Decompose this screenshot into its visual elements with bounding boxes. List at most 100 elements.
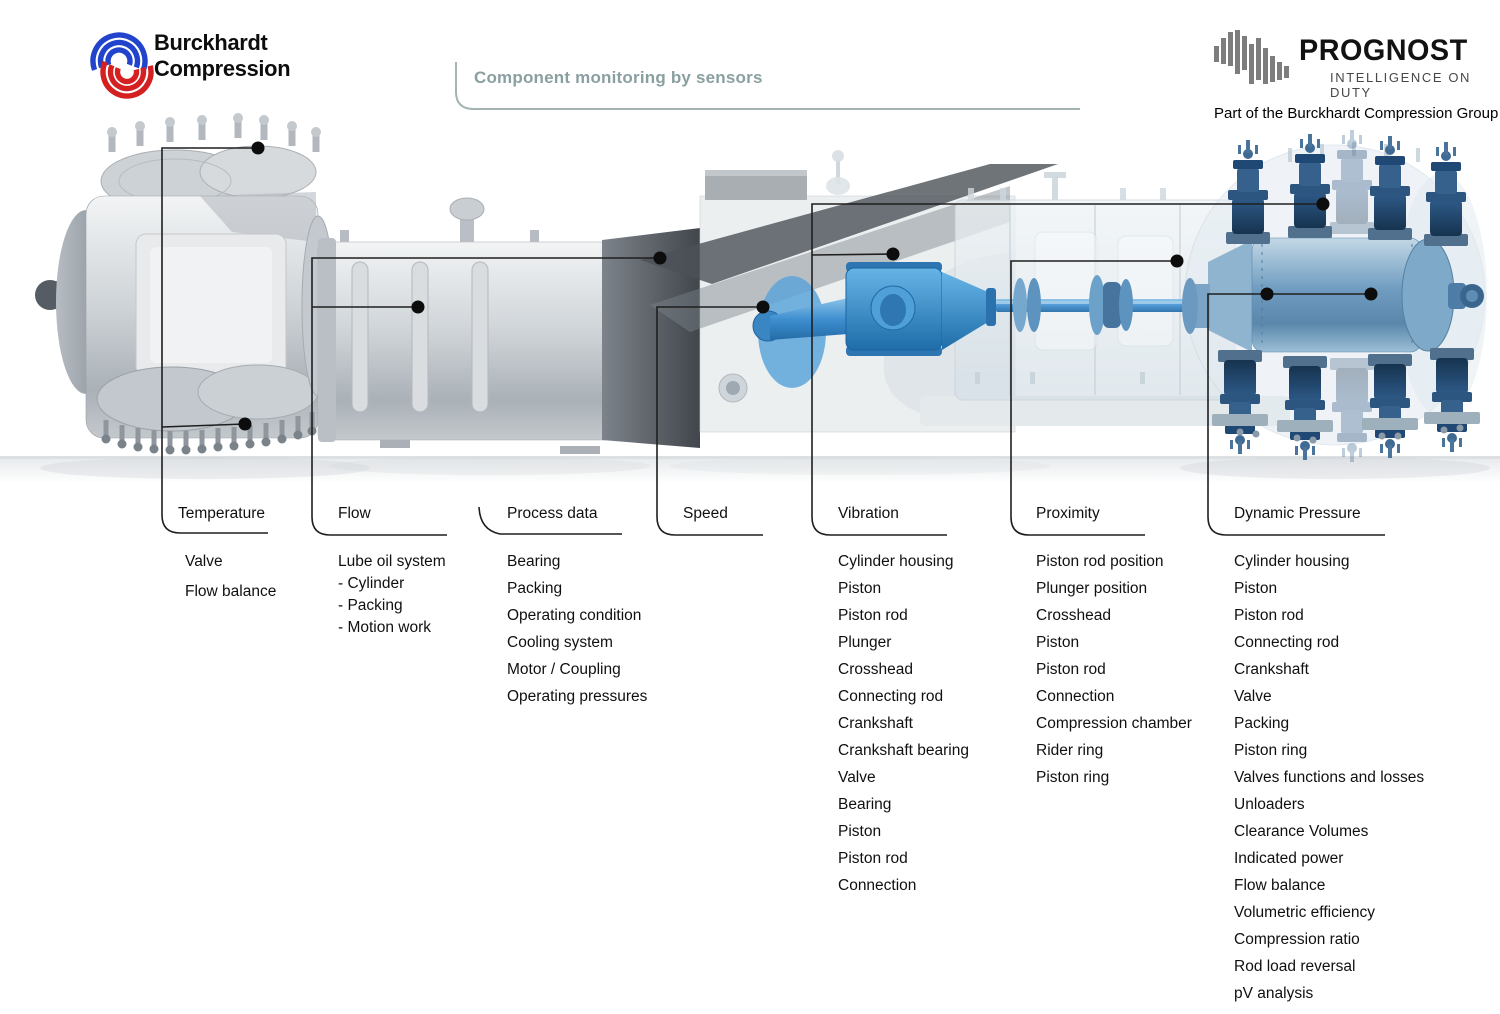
component-item: Valves functions and losses [1234, 769, 1425, 786]
callout-line-temperature-branch [161, 423, 246, 428]
component-item: Connecting rod [838, 688, 944, 705]
component-item: Unloaders [1234, 796, 1305, 813]
burckhardt-logo [86, 28, 156, 105]
component-item: Clearance Volumes [1234, 823, 1369, 840]
component-item: Crankshaft [1234, 661, 1309, 678]
labyrinth-compressor [1182, 130, 1487, 462]
sensor-dot [886, 247, 900, 261]
burckhardt-logo-line2: Compression [154, 56, 291, 81]
left-compressor-block [35, 113, 335, 455]
sensor-dot [653, 251, 667, 265]
component-item: Connecting rod [1234, 634, 1340, 651]
component-item: Crankshaft [838, 715, 913, 732]
burckhardt-logo-line1: Burckhardt [154, 30, 268, 55]
cylinder-section [317, 197, 615, 454]
component-item: Valve [838, 769, 876, 786]
component-item: Piston [838, 823, 882, 840]
callout-line-temperature [161, 147, 268, 534]
column-header-proximity: Proximity [1036, 505, 1100, 522]
callout-line-speed [656, 306, 763, 536]
component-item: Motor / Coupling [507, 661, 621, 678]
component-item: Piston rod [838, 850, 908, 867]
component-item: Valve [185, 553, 223, 570]
callout-line-vibration [811, 203, 1323, 536]
component-item: Compression chamber [1036, 715, 1192, 732]
component-item: Piston rod [1036, 661, 1106, 678]
component-item: Flow balance [1234, 877, 1326, 894]
component-item: Plunger position [1036, 580, 1148, 597]
component-item: Compression ratio [1234, 931, 1360, 948]
component-item: Operating condition [507, 607, 642, 624]
component-item: Piston [838, 580, 882, 597]
component-item: Crosshead [838, 661, 913, 678]
component-item: Valve [1234, 688, 1272, 705]
component-item: Piston ring [1234, 742, 1308, 759]
component-item: - Packing [338, 597, 403, 614]
component-item: Cylinder housing [838, 553, 954, 570]
component-item: Connection [1036, 688, 1115, 705]
column-header-speed: Speed [683, 505, 728, 522]
column-header-flow: Flow [338, 505, 371, 522]
page-title: Component monitoring by sensors [474, 68, 763, 87]
prognost-subtitle: Part of the Burckhardt Compression Group [1214, 105, 1499, 122]
component-item: Piston [1234, 580, 1278, 597]
component-item: Operating pressures [507, 688, 648, 705]
sensor-dot [238, 417, 252, 431]
component-item: Flow balance [185, 583, 277, 600]
burckhardt-logo-text: Burckhardt Compression [154, 30, 291, 82]
sensor-dot [756, 300, 770, 314]
callout-line-dynamic-pressure [1207, 293, 1385, 536]
floor-shadow [0, 456, 1500, 483]
component-item: Crankshaft bearing [838, 742, 969, 759]
component-item: Piston [1036, 634, 1080, 651]
component-item: - Cylinder [338, 575, 405, 592]
sensor-dot [251, 141, 265, 155]
callout-line-vibration-branch [811, 253, 894, 256]
component-item: Piston ring [1036, 769, 1110, 786]
prognost-logo-text: PROGNOST [1299, 34, 1468, 67]
prognost-bars-icon [1214, 30, 1289, 84]
component-item: - Motion work [338, 619, 432, 636]
burckhardt-logo-icon [90, 32, 154, 99]
component-item: Volumetric efficiency [1234, 904, 1375, 921]
column-items-flow: Lube oil system- Cylinder- Packing- Moti… [338, 553, 446, 641]
component-item: Rod load reversal [1234, 958, 1356, 975]
column-speed: Speed [683, 505, 728, 553]
component-item: Packing [1234, 715, 1290, 732]
component-item: Cooling system [507, 634, 613, 651]
component-item: Bearing [838, 796, 892, 813]
column-header-process-data: Process data [507, 505, 598, 522]
sensor-dot [411, 300, 425, 314]
component-item: Connection [838, 877, 917, 894]
component-item: Cylinder housing [1234, 553, 1350, 570]
callout-line-process-data [478, 506, 622, 535]
component-item: Rider ring [1036, 742, 1104, 759]
sensor-dot [1170, 254, 1184, 268]
component-item: Piston rod [838, 607, 908, 624]
component-item: Indicated power [1234, 850, 1344, 867]
column-header-vibration: Vibration [838, 505, 899, 522]
column-header-temperature: Temperature [178, 505, 266, 522]
column-header-dynamic-pressure: Dynamic Pressure [1234, 505, 1361, 522]
component-item: pV analysis [1234, 985, 1314, 1002]
component-item: Piston rod [1234, 607, 1304, 624]
crosshead-assembly [752, 262, 1254, 388]
header-bracket-line [455, 62, 1080, 110]
callout-line-proximity [1010, 260, 1177, 536]
prognost-tagline: INTELLIGENCE ON DUTY [1330, 70, 1472, 100]
component-item: Bearing [507, 553, 561, 570]
component-item: Plunger [838, 634, 892, 651]
component-item: Piston rod position [1036, 553, 1164, 570]
callout-lines [161, 147, 1385, 536]
